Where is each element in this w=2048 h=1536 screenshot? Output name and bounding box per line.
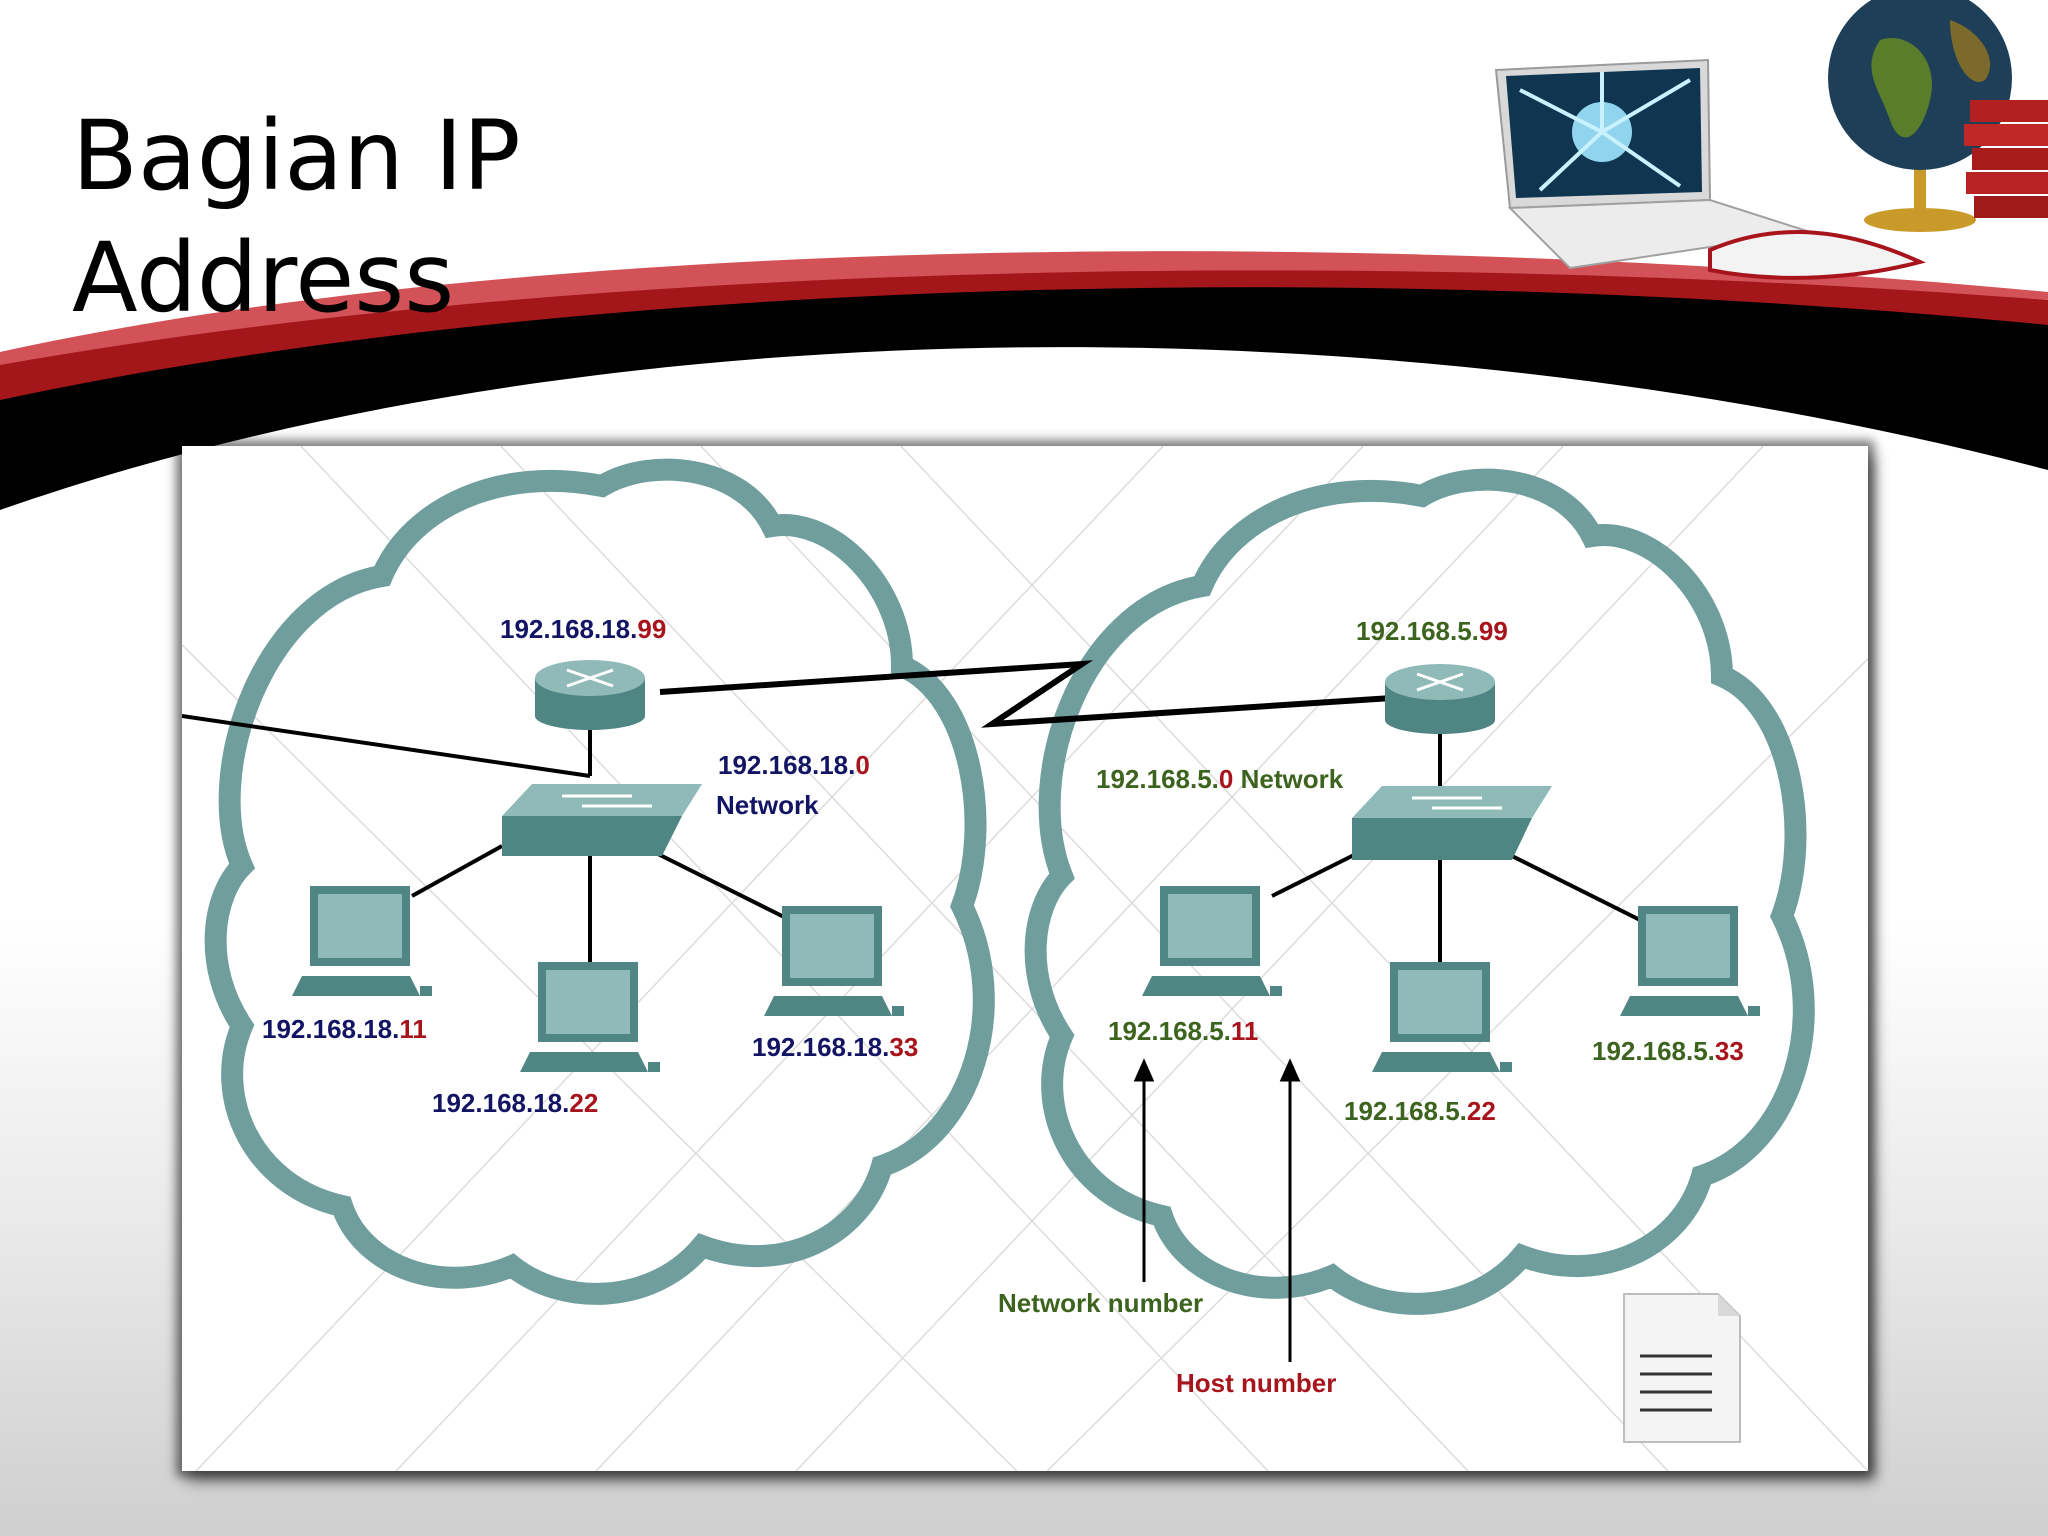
legend-arrows xyxy=(1133,1058,1301,1362)
right-host-ip: 192.168.5.11 xyxy=(1108,1016,1258,1046)
left-router-ip: 192.168.18.99 xyxy=(500,614,666,644)
left-network-cloud xyxy=(204,458,995,1305)
router-icon xyxy=(1385,664,1495,734)
router-icon xyxy=(535,660,645,730)
pc-icon xyxy=(1372,962,1512,1072)
right-network-cloud xyxy=(1024,468,1815,1315)
left-host-ip: 192.168.18.33 xyxy=(752,1032,918,1062)
network-diagram: 192.168.18.99 192.168.18.0 Network 192.1… xyxy=(182,446,1868,1471)
network-number-label: Network number xyxy=(998,1288,1203,1318)
pc-icon xyxy=(1142,886,1282,996)
pc-icon xyxy=(1620,906,1760,1016)
pc-icon xyxy=(764,906,904,1016)
slide-title: Bagian IP Address xyxy=(72,100,521,334)
pc-icon xyxy=(292,886,432,996)
wan-serial-link xyxy=(659,660,1393,728)
left-host-ip: 192.168.18.11 xyxy=(262,1014,427,1044)
left-network-word: Network xyxy=(716,790,819,820)
switch-icon xyxy=(502,784,702,856)
right-network-address: 192.168.5.0 Network xyxy=(1096,764,1344,794)
switch-icon xyxy=(1352,786,1552,860)
left-network-address: 192.168.18.0 xyxy=(718,750,870,780)
header-illustration xyxy=(1494,0,2048,280)
left-lan-links xyxy=(182,714,803,966)
left-host-ip: 192.168.18.22 xyxy=(432,1088,598,1118)
pc-icon xyxy=(520,962,660,1072)
document-icon xyxy=(1623,1293,1741,1443)
right-router-ip: 192.168.5.99 xyxy=(1356,616,1508,646)
host-number-label: Host number xyxy=(1176,1368,1336,1398)
right-host-ip: 192.168.5.33 xyxy=(1592,1036,1744,1066)
books-icon xyxy=(1708,100,2048,280)
laptop-icon xyxy=(1494,58,1811,270)
right-host-ip: 192.168.5.22 xyxy=(1344,1096,1496,1126)
